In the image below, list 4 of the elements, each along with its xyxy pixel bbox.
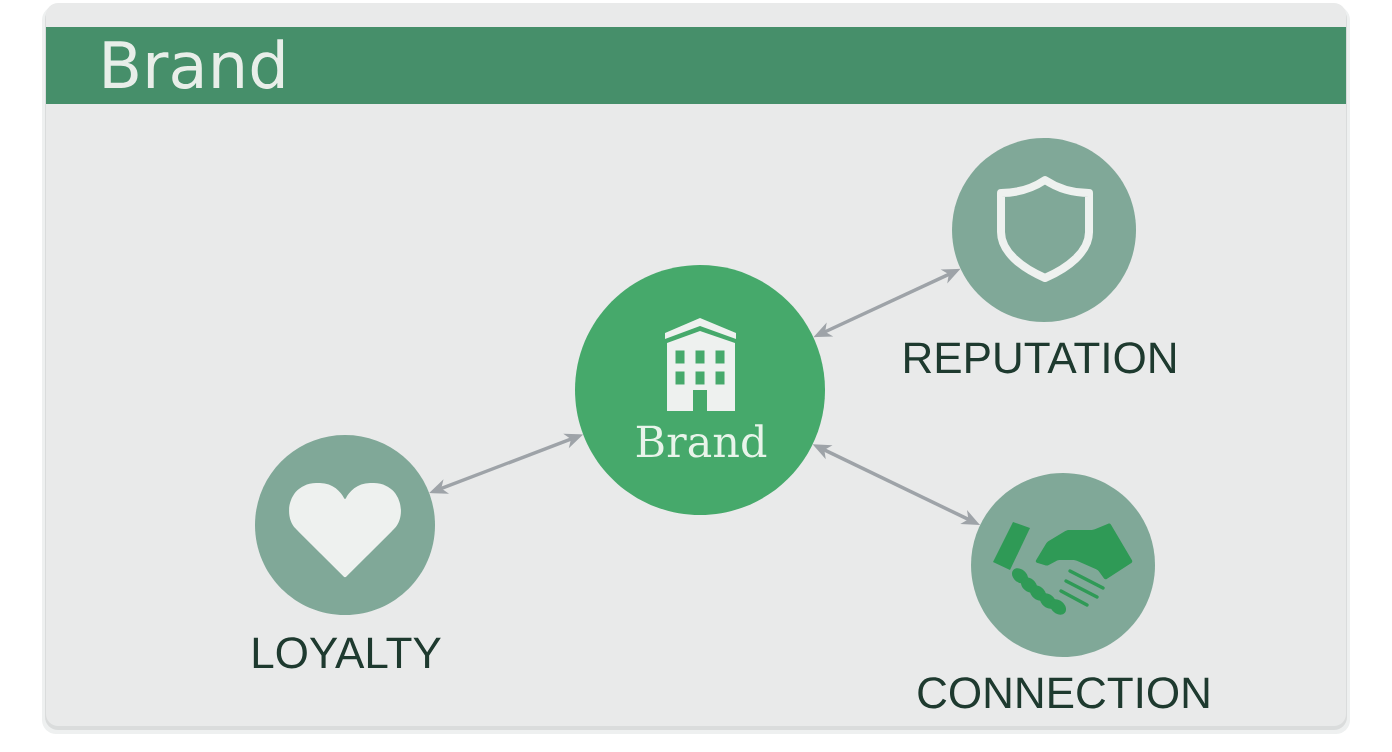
title-bar: Brand — [46, 27, 1346, 104]
node-label: LOYALTY — [253, 637, 441, 669]
node-label: REPUTATION — [905, 342, 1175, 374]
node-label: CONNECTION — [918, 677, 1209, 709]
